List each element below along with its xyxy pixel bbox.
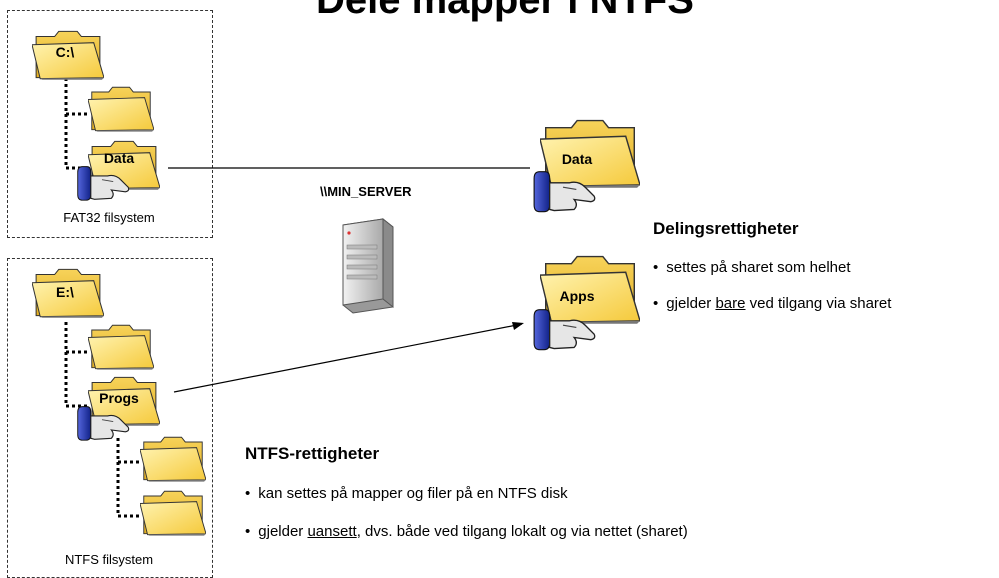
ntfs-filesystem-caption: NTFS filsystem: [64, 552, 154, 567]
drive-c-label: C:\: [55, 44, 75, 60]
fat32-filesystem-caption: FAT32 filsystem: [63, 210, 155, 225]
share-permissions-bullet: •gjelder bare ved tilgang via sharet: [653, 295, 892, 312]
drive-e-label: E:\: [56, 284, 74, 300]
shared-hand-icon: [74, 160, 130, 204]
folder-icon[interactable]: [88, 84, 154, 132]
share-label-data: Data: [561, 151, 593, 167]
server-icon: [342, 217, 394, 314]
ntfs-permissions-heading: NTFS-rettigheter: [245, 444, 380, 463]
shared-hand-icon: [528, 165, 598, 215]
folder-icon[interactable]: [88, 322, 154, 370]
shared-hand-icon: [74, 400, 130, 444]
share-label-apps: Apps: [559, 288, 595, 304]
ntfs-permissions-bullet: •kan settes på mapper og filer på en NTF…: [245, 485, 568, 502]
page-title: Dele mapper i NTFS: [316, 0, 694, 22]
shared-hand-icon: [528, 303, 598, 353]
ntfs-permissions-bullet: •gjelder uansett, dvs. både ved tilgang …: [245, 523, 688, 540]
share-permissions-heading: Delingsrettigheter: [653, 219, 799, 238]
folder-icon[interactable]: [140, 488, 206, 536]
folder-icon[interactable]: [140, 434, 206, 482]
fat32-filesystem-box: [7, 10, 213, 238]
server-name: \\MIN_SERVER: [320, 184, 412, 199]
folder-label-progs: Progs: [99, 390, 139, 406]
folder-label-data-local: Data: [103, 150, 135, 166]
share-permissions-bullet: •settes på sharet som helhet: [653, 259, 851, 276]
